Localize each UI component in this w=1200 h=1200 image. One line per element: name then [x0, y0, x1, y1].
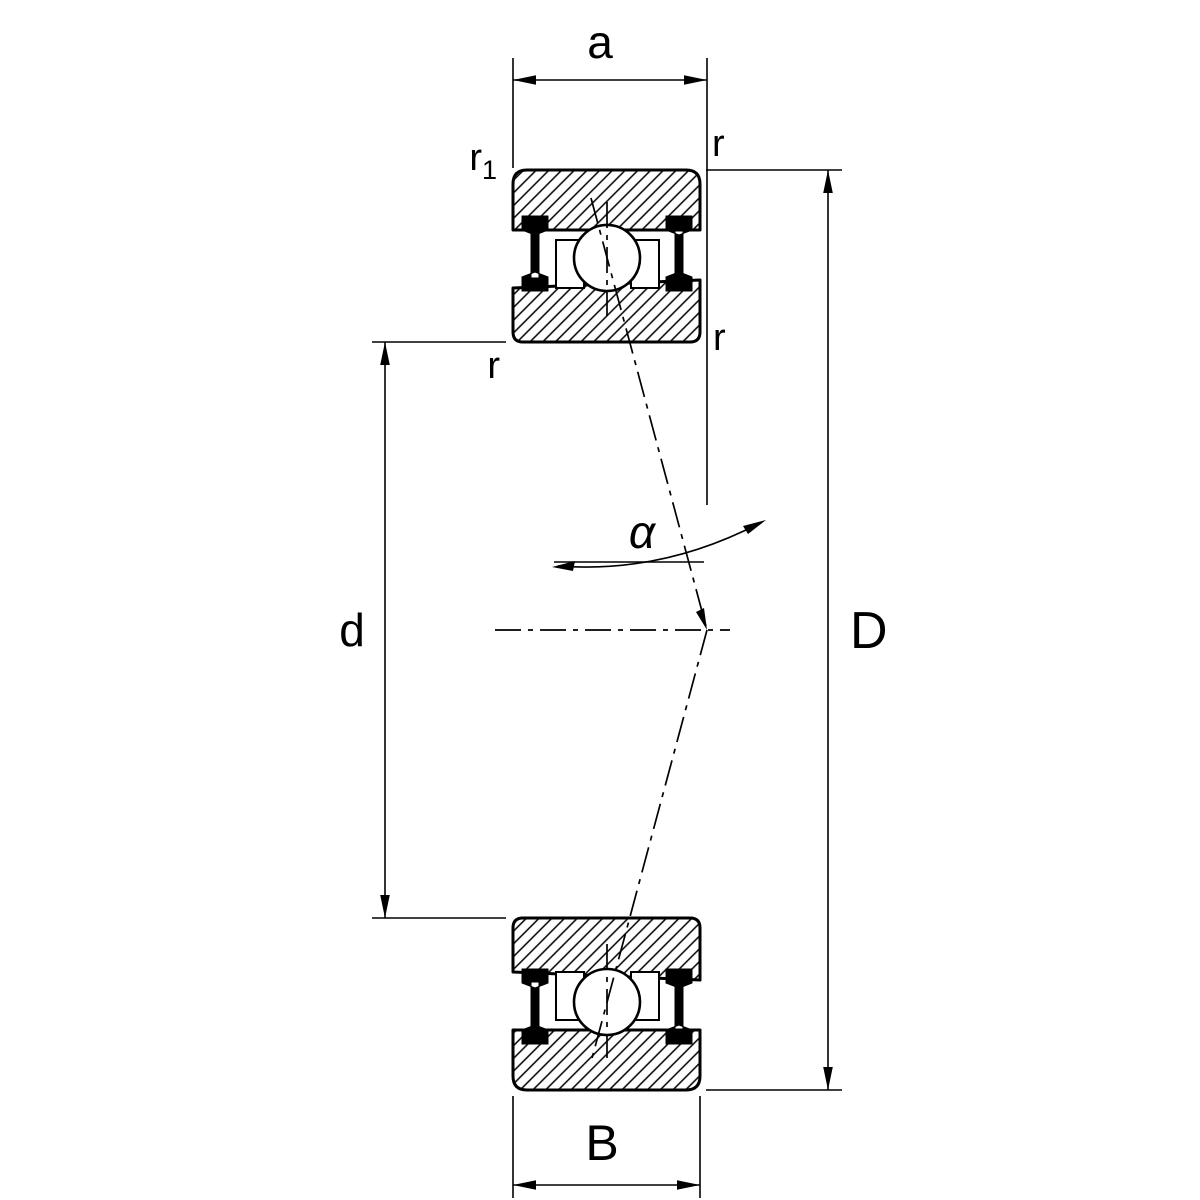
D-arrowhead-bottom [823, 1067, 833, 1090]
label-r1-base: r [469, 137, 482, 179]
dimension-a: a [512, 16, 708, 505]
dimension-d: d [339, 341, 506, 919]
B-arrowhead-right [677, 1180, 700, 1190]
alpha-arc [557, 522, 761, 568]
seal-right-top [665, 215, 693, 292]
label-r-mid-right: r [713, 317, 726, 359]
centerlines [495, 197, 730, 1063]
d-arrowhead-bottom [380, 895, 390, 918]
label-r-mid-left: r [487, 345, 500, 387]
label-D: D [850, 602, 888, 660]
B-arrowhead-left [513, 1180, 536, 1190]
dimension-D: D [706, 169, 888, 1091]
contact-angle-alpha: α [552, 506, 766, 571]
alpha-arrowhead-right [743, 520, 766, 534]
label-alpha: α [629, 506, 657, 558]
label-a: a [587, 16, 613, 68]
label-B: B [585, 1115, 618, 1171]
a-arrowhead-right [684, 75, 707, 85]
alpha-arrowhead-left [552, 561, 575, 571]
dimension-B: B [512, 1096, 701, 1198]
label-d: d [339, 604, 365, 656]
seal-right-bottom [665, 968, 693, 1045]
contact-line-bottom [590, 629, 708, 1063]
top-half-section [511, 168, 702, 344]
label-r-top-right: r [712, 123, 725, 165]
label-r1-subscript: 1 [482, 155, 497, 185]
a-arrowhead-left [513, 75, 536, 85]
seal-left-top [521, 215, 549, 292]
pressure-point-arrowhead [696, 608, 707, 630]
d-arrowhead-top [380, 342, 390, 365]
D-arrowhead-top [823, 170, 833, 193]
bottom-half-section [511, 916, 702, 1092]
seal-left-bottom [521, 968, 549, 1045]
label-r1: r1 [469, 137, 497, 185]
contact-line-top [590, 197, 708, 631]
